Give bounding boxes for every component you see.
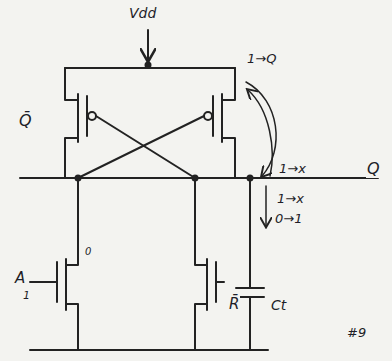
state-note: 0→1 xyxy=(274,212,303,226)
pmos-symbol xyxy=(222,68,235,178)
signal-name: 1 xyxy=(22,290,31,302)
state-note: 1→Q xyxy=(246,52,277,66)
supply-label: Vdd xyxy=(128,6,157,21)
signal-name: A xyxy=(14,270,26,287)
component-label: Ct xyxy=(270,298,287,313)
junction-dot xyxy=(75,175,82,182)
pmos-symbol xyxy=(65,68,78,178)
sheet-number: #9 xyxy=(346,326,367,340)
supply-wire xyxy=(147,30,149,60)
change-arrow xyxy=(265,186,267,226)
charge-arrow xyxy=(248,90,272,176)
signal-name: Q xyxy=(366,160,381,178)
state-note: 1→x xyxy=(278,162,307,176)
cross-wire xyxy=(78,116,204,178)
nmos-gate xyxy=(30,262,57,302)
capacitor-symbol xyxy=(236,178,264,350)
cross-wire xyxy=(96,116,195,178)
charge-arrow xyxy=(246,82,276,176)
nmos-symbol xyxy=(195,178,207,350)
nmos-symbol xyxy=(66,178,78,350)
state-note: 1→x xyxy=(276,192,305,206)
junction-dot xyxy=(192,175,199,182)
signal-name: R̄ xyxy=(228,296,240,313)
nmos-gate xyxy=(216,262,224,302)
pmos-bubble xyxy=(88,112,96,120)
pmos-bubble xyxy=(204,112,212,120)
data-wire xyxy=(20,177,378,179)
junction-dot xyxy=(145,62,152,69)
signal-name: Q̄ xyxy=(18,112,33,130)
state-note: 0 xyxy=(84,246,92,257)
junction-dot xyxy=(247,175,254,182)
ground-line xyxy=(30,349,268,351)
